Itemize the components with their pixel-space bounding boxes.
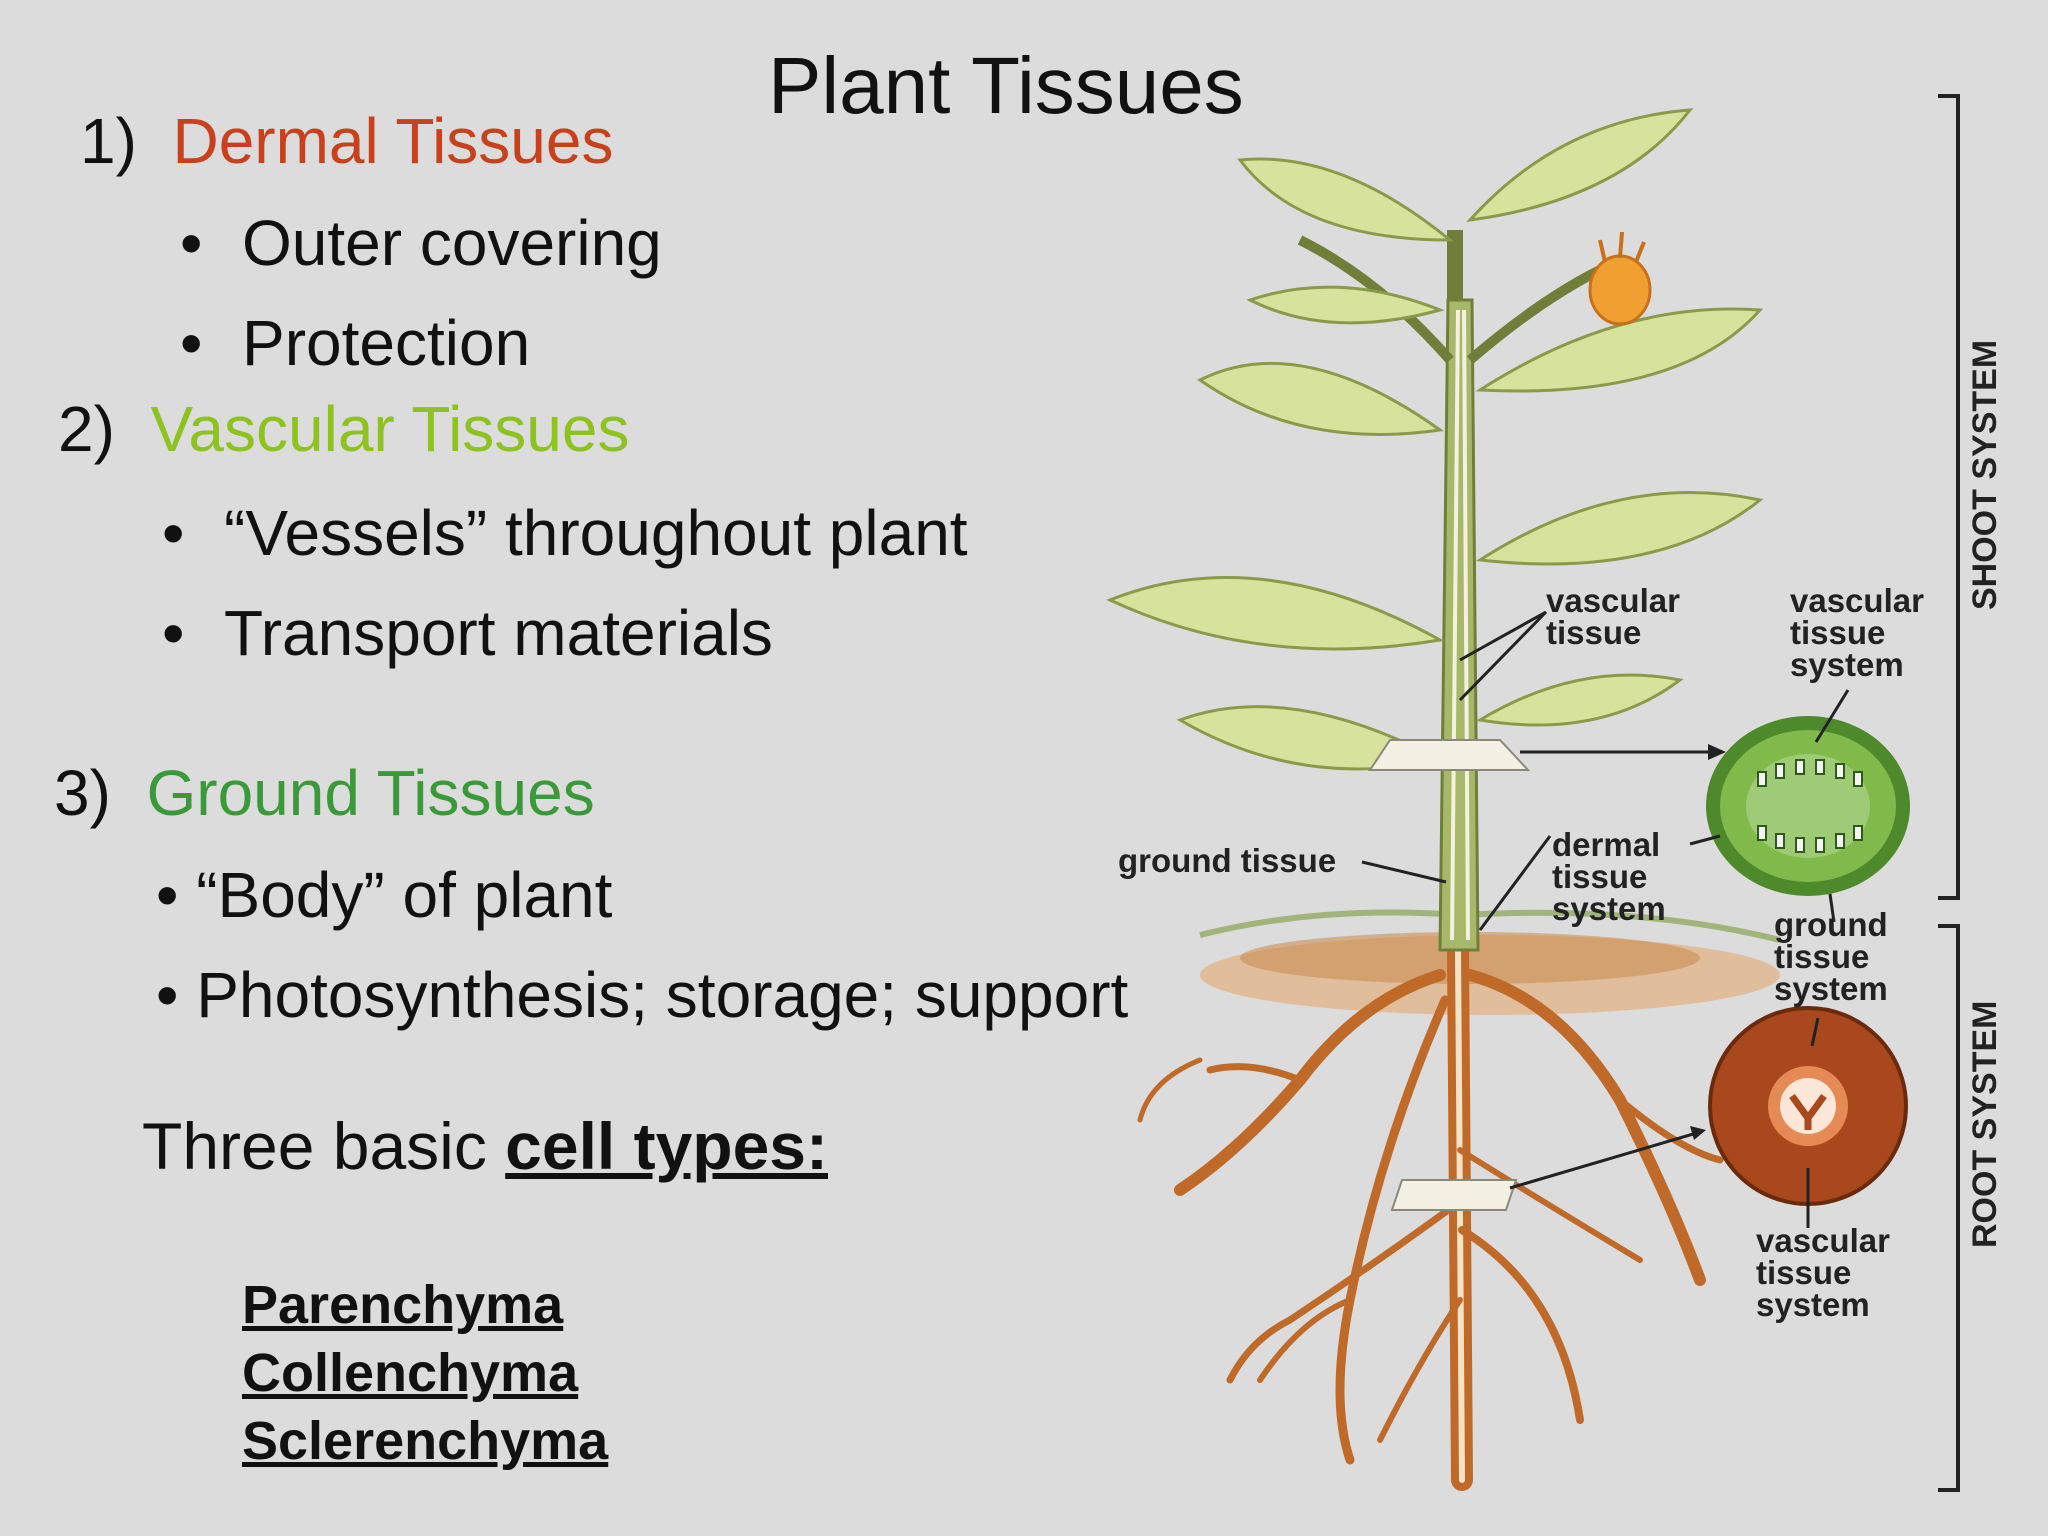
system-brackets bbox=[1938, 94, 1960, 1492]
bullet-dot-icon: • bbox=[180, 307, 203, 379]
root-system-illustration bbox=[1137, 939, 1724, 1491]
cell-types-line: Three basic cell types: bbox=[142, 1109, 828, 1183]
soil-band bbox=[1199, 909, 1781, 1015]
label-dermal-tissue-system: dermal tissue system bbox=[1552, 826, 1669, 927]
bullet-protection: •Protection bbox=[180, 307, 531, 379]
stem-illustration bbox=[1297, 230, 1603, 952]
cell-type-sclerenchyma: Sclerenchyma bbox=[242, 1411, 609, 1471]
label-vascular-tissue: vascular tissue bbox=[1546, 582, 1689, 651]
section-number: 1) bbox=[80, 105, 137, 177]
bullet-body-of-plant: • “Body” of plant bbox=[156, 859, 613, 931]
root-arrow bbox=[1509, 1130, 1701, 1190]
label-ground-tissue: ground tissue bbox=[1118, 842, 1336, 879]
label-leaders bbox=[1361, 610, 1850, 1228]
root-cut-plane bbox=[1390, 1179, 1518, 1211]
section-dermal-heading: 1) Dermal Tissues bbox=[80, 104, 613, 178]
shoot-system-label: SHOOT SYSTEM bbox=[1966, 340, 2004, 610]
label-vascular-tissue-system-top: vascular tissue system bbox=[1790, 582, 1933, 683]
section-vascular-heading: 2) Vascular Tissues bbox=[58, 392, 629, 466]
cell-type-collenchyma: Collenchyma bbox=[242, 1343, 579, 1403]
bullet-dot-icon: • bbox=[180, 207, 203, 279]
section-number: 3) bbox=[54, 757, 111, 829]
bullet-photosynthesis: • Photosynthesis; storage; support bbox=[156, 959, 1129, 1031]
stem-cross-section bbox=[1706, 716, 1910, 896]
ground-tissues-label: Ground Tissues bbox=[146, 757, 595, 829]
cell-types-emphasis: cell types: bbox=[505, 1109, 828, 1183]
arrowhead-icon bbox=[1708, 744, 1726, 760]
bullet-outer-covering: •Outer covering bbox=[180, 207, 662, 279]
arrowhead-icon bbox=[1690, 1126, 1706, 1140]
cell-type-parenchyma: Parenchyma bbox=[242, 1275, 564, 1335]
root-cross-section bbox=[1708, 1006, 1908, 1206]
stem-cut-plane bbox=[1368, 739, 1531, 771]
bullet-dot-icon: • bbox=[162, 597, 185, 669]
label-ground-tissue-system: ground tissue system bbox=[1774, 906, 1897, 1007]
leaves-illustration bbox=[1106, 108, 1764, 771]
bullet-dot-icon: • bbox=[156, 859, 179, 931]
section-ground-heading: 3) Ground Tissues bbox=[54, 756, 595, 830]
bullet-dot-icon: • bbox=[156, 959, 179, 1031]
label-vascular-tissue-system-bottom: vascular tissue system bbox=[1756, 1222, 1899, 1323]
vascular-tissues-label: Vascular Tissues bbox=[150, 393, 630, 465]
root-system-label: ROOT SYSTEM bbox=[1966, 1001, 2004, 1248]
dermal-tissues-label: Dermal Tissues bbox=[172, 105, 614, 177]
bullet-vessels: •“Vessels” throughout plant bbox=[162, 497, 968, 569]
slide-title: Plant Tissues bbox=[768, 41, 1244, 130]
bullet-dot-icon: • bbox=[162, 497, 185, 569]
section-number: 2) bbox=[58, 393, 115, 465]
bullet-transport: •Transport materials bbox=[162, 597, 773, 669]
flower-illustration bbox=[1588, 231, 1652, 326]
